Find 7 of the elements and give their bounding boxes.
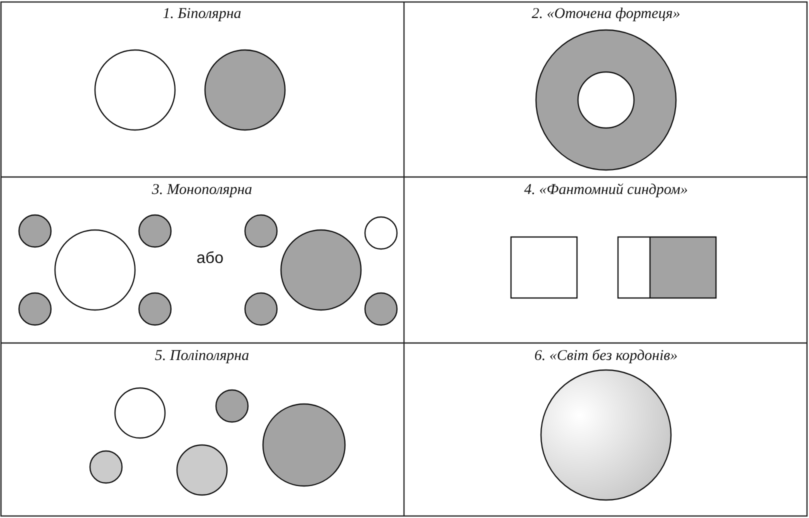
cell-title: 6. «Світ без кордонів» (534, 347, 678, 365)
cell-title: 4. «Фантомний синдром» (524, 181, 688, 199)
or-text: або (196, 250, 224, 268)
cell-title: 2. «Оточена фортеця» (532, 5, 680, 23)
cell-title: 3. Монополярна (152, 181, 252, 199)
cell-title: 1. Біполярна (162, 5, 242, 23)
cell-title: 5. Поліполярна (154, 347, 250, 365)
